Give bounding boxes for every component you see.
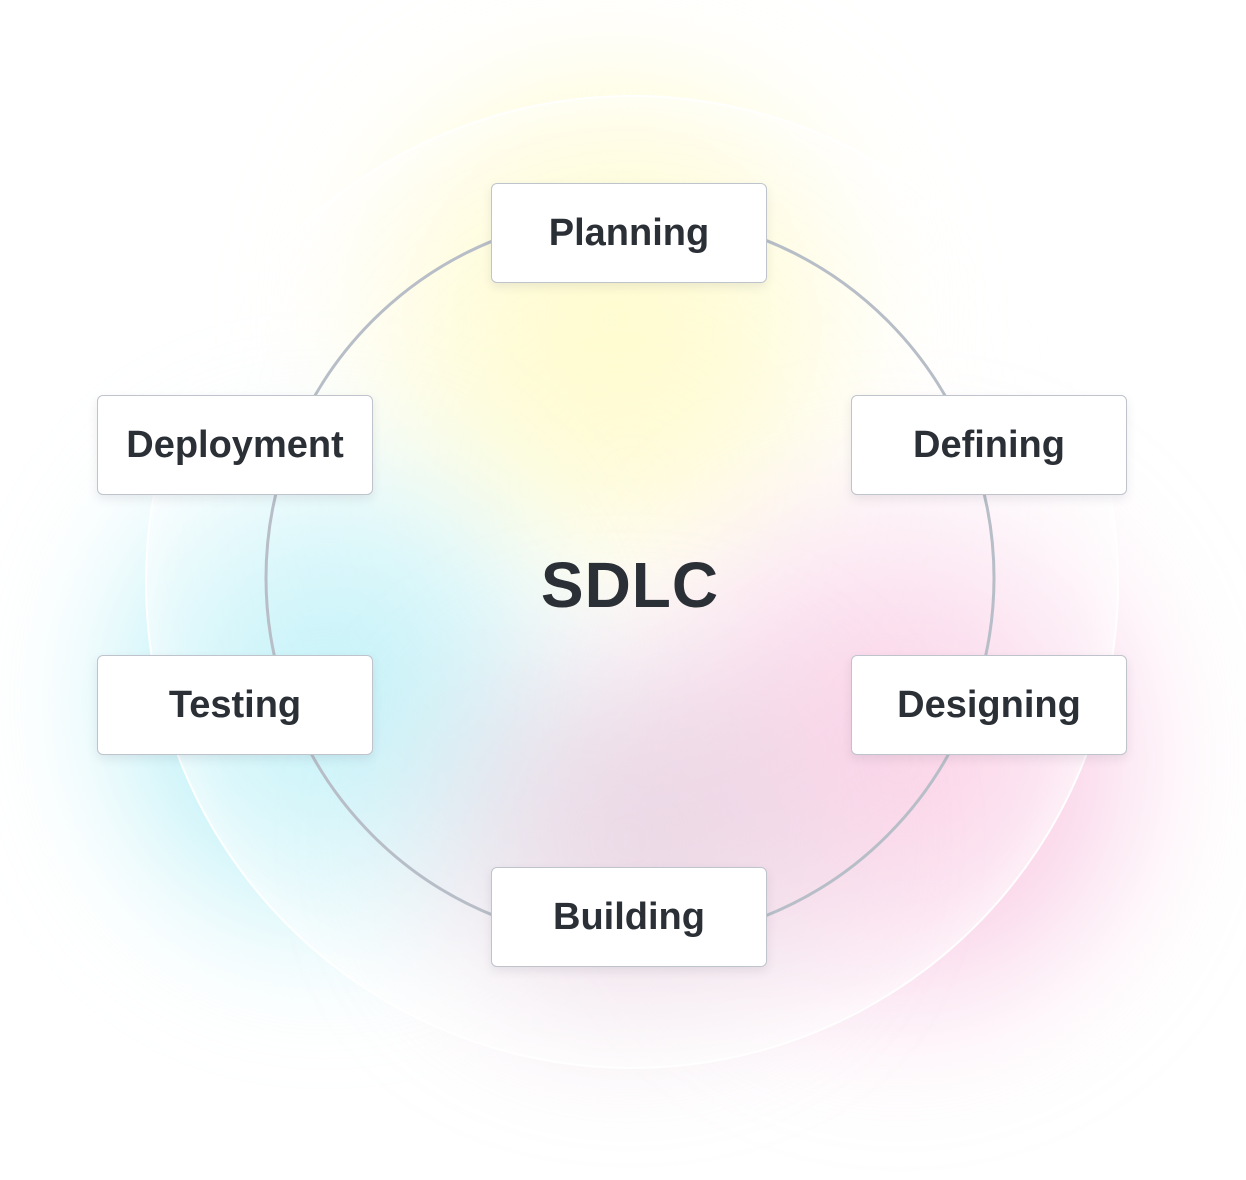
phase-label: Planning bbox=[548, 211, 710, 254]
phase-label: Deployment bbox=[126, 423, 344, 466]
phase-deployment: Deployment bbox=[97, 395, 373, 495]
phase-label: Designing bbox=[897, 683, 1081, 726]
phase-planning: Planning bbox=[491, 183, 767, 283]
phase-label: Defining bbox=[913, 423, 1065, 466]
phase-building: Building bbox=[491, 867, 767, 967]
phase-label: Building bbox=[553, 895, 705, 938]
phase-label: Testing bbox=[168, 683, 302, 726]
phase-testing: Testing bbox=[97, 655, 373, 755]
center-title: SDLC bbox=[540, 549, 720, 621]
phase-defining: Defining bbox=[851, 395, 1127, 495]
phase-designing: Designing bbox=[851, 655, 1127, 755]
